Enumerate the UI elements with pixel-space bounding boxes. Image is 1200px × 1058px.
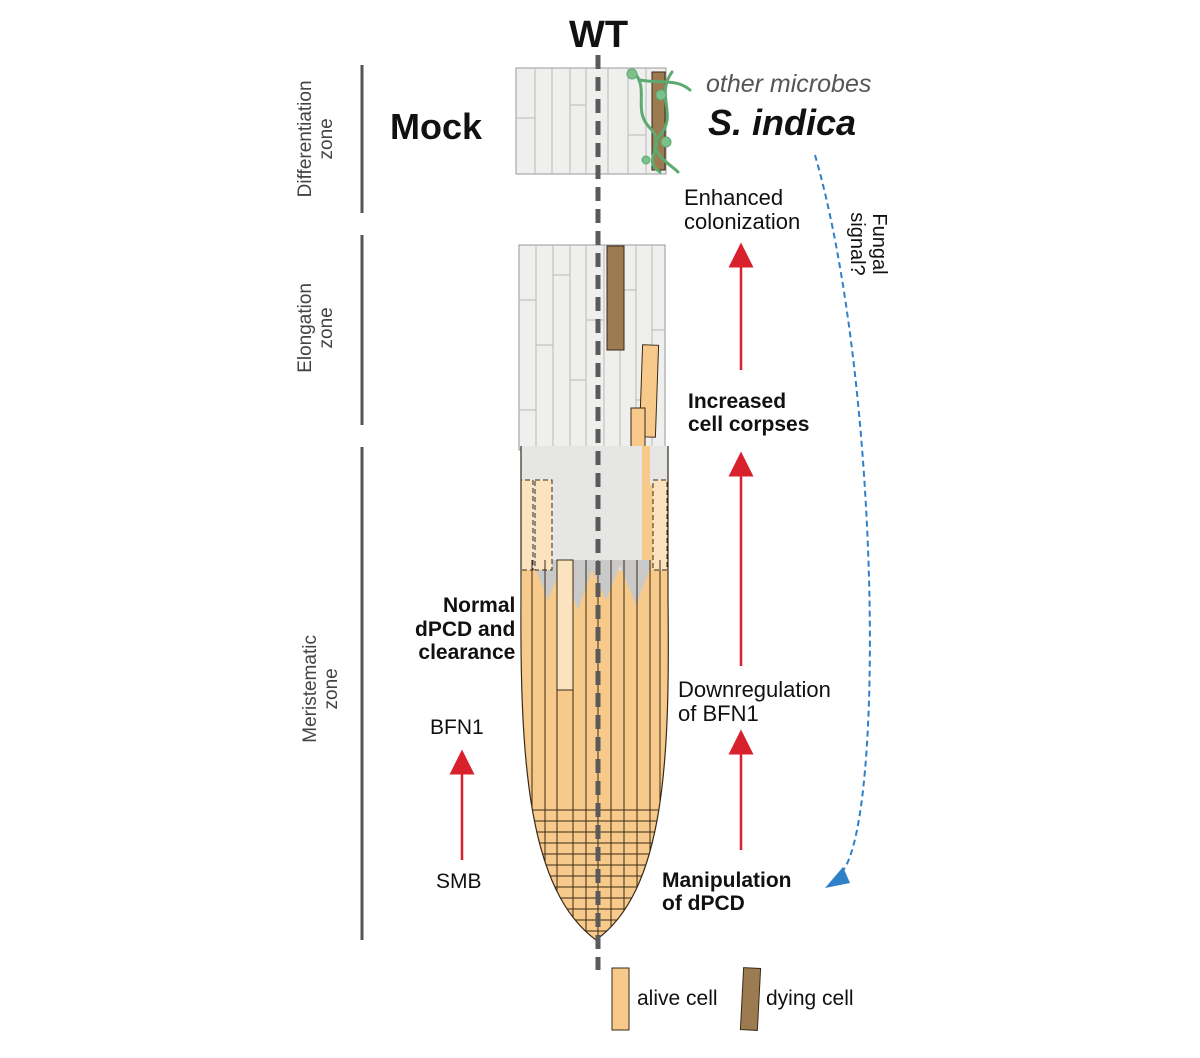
- dying-cell-elongation: [606, 245, 625, 351]
- legend-alive-swatch: [611, 967, 630, 1031]
- normal-dpcd-label: Normal dPCD and clearance: [415, 594, 516, 665]
- fungal-signal-label: Fungal signal?: [846, 212, 890, 276]
- legend-alive-label: alive cell: [637, 987, 718, 1010]
- fungal-signal-arrowhead: [825, 867, 850, 888]
- condition-label: Mock: [390, 106, 483, 147]
- manipulation-label: Manipulation of dPCD: [662, 869, 792, 916]
- other-microbes-label: other microbes: [706, 70, 872, 98]
- meristematic-zone-cells: [521, 446, 669, 940]
- increased-corpses-label: Increased cell corpses: [688, 390, 810, 437]
- bfn1-label: BFN1: [430, 716, 484, 739]
- fungal-signal-path: [814, 154, 871, 873]
- legend-dying-swatch: [739, 967, 762, 1031]
- smb-label: SMB: [436, 870, 482, 893]
- downregulation-label: Downregulation of BFN1: [678, 677, 831, 727]
- legend-dying-label: dying cell: [766, 987, 854, 1010]
- s-indica-label: S. indica: [708, 102, 857, 143]
- enhanced-colonization-label: Enhanced colonization: [684, 185, 801, 235]
- genotype-title: WT: [569, 14, 629, 56]
- alive-cell-elongation-2: [630, 407, 646, 453]
- fungal-hyphae: [626, 68, 692, 174]
